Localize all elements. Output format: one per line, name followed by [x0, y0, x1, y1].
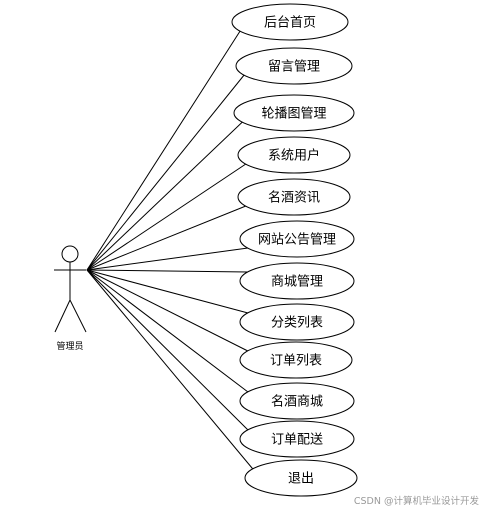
use-case-label: 名酒商城 — [271, 394, 323, 410]
actor-label: 管理员 — [56, 340, 83, 352]
use-case-ellipse — [239, 382, 355, 420]
use-cases: 后台首页留言管理轮播图管理系统用户名酒资讯网站公告管理商城管理分类列表订单列表名… — [231, 3, 358, 497]
association-line — [86, 269, 254, 470]
use-case: 订单配送 — [239, 420, 355, 458]
use-case: 名酒商城 — [239, 382, 355, 420]
use-case-ellipse — [239, 303, 355, 341]
use-case-label: 后台首页 — [264, 16, 316, 31]
use-case-ellipse — [239, 420, 355, 458]
use-case-label: 退出 — [288, 472, 314, 487]
association-line — [86, 269, 248, 273]
actor-head — [61, 245, 79, 263]
association-line — [86, 269, 249, 314]
use-case: 网站公告管理 — [239, 220, 355, 258]
use-case-label: 分类列表 — [271, 316, 323, 331]
use-case-ellipse — [239, 262, 355, 300]
use-case: 分类列表 — [239, 303, 355, 341]
use-case-label: 订单配送 — [271, 433, 323, 448]
association-line — [86, 205, 247, 271]
use-case-label: 留言管理 — [268, 60, 320, 75]
use-case-ellipse — [239, 341, 353, 379]
use-case-label: 网站公告管理 — [258, 233, 336, 248]
use-case: 系统用户 — [237, 136, 351, 174]
use-case-ellipse — [231, 3, 349, 41]
use-case: 轮播图管理 — [233, 94, 355, 132]
use-case-ellipse — [237, 178, 351, 216]
use-case: 名酒资讯 — [237, 178, 351, 216]
association-line — [86, 163, 247, 271]
use-case-ellipse — [239, 220, 355, 258]
use-case: 商城管理 — [239, 262, 355, 300]
use-case-ellipse — [244, 459, 358, 497]
use-case-label: 轮播图管理 — [261, 107, 326, 122]
actor-right-leg — [69, 299, 87, 333]
association-line — [86, 247, 249, 271]
use-case: 留言管理 — [235, 47, 353, 85]
use-case-label: 商城管理 — [271, 275, 323, 290]
association-line — [86, 269, 249, 431]
use-case-ellipse — [235, 47, 353, 85]
use-case-ellipse — [237, 136, 351, 174]
use-case: 订单列表 — [239, 341, 353, 379]
watermark: CSDN @计算机毕业设计开发 — [353, 496, 479, 507]
use-case-ellipse — [233, 94, 355, 132]
use-case: 退出 — [244, 459, 358, 497]
association-lines — [86, 30, 254, 470]
association-line — [86, 269, 249, 393]
actor-admin: 管理员 — [54, 245, 87, 352]
use-case: 后台首页 — [231, 3, 349, 41]
use-case-label: 订单列表 — [270, 354, 322, 369]
association-line — [86, 30, 241, 271]
association-line — [86, 121, 243, 271]
association-line — [86, 269, 249, 352]
association-line — [86, 74, 245, 271]
actor-left-leg — [54, 299, 71, 333]
use-case-label: 系统用户 — [268, 148, 320, 164]
use-case-label: 名酒资讯 — [268, 190, 320, 206]
